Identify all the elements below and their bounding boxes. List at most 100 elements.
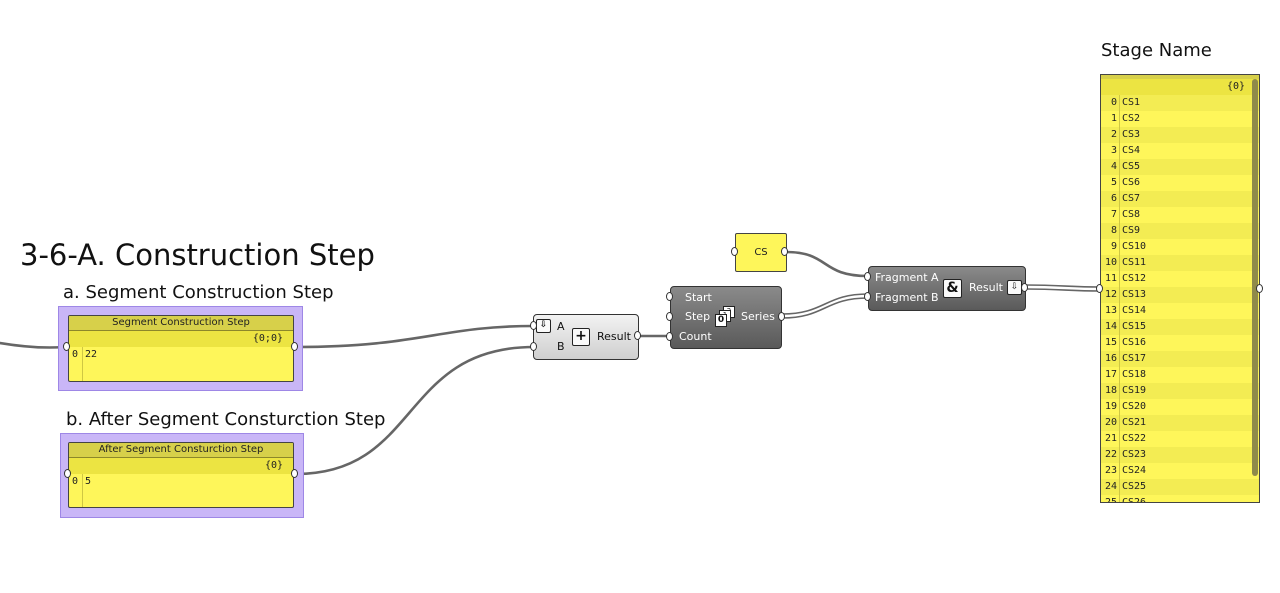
ampersand-icon: &	[943, 279, 962, 298]
item-value: CS18	[1122, 369, 1147, 380]
item-index: 22	[1104, 449, 1117, 460]
item-index: 24	[1104, 481, 1117, 492]
item-index: 18	[1104, 385, 1117, 396]
wire-series-to-fragment-b-1	[781, 293, 869, 315]
index-divider	[82, 347, 83, 381]
input-grip-b[interactable]	[530, 342, 537, 351]
item-index: 7	[1110, 209, 1117, 220]
wire-segment-to-a	[294, 324, 536, 349]
item-value: CS25	[1122, 481, 1147, 492]
item-value: CS12	[1122, 273, 1147, 284]
panel-output-grip[interactable]	[291, 342, 298, 351]
output-label-result: Result	[597, 330, 631, 343]
wire-result-to-stage-2	[1025, 288, 1101, 292]
plus-icon: +	[572, 328, 590, 346]
item-value: CS9	[1122, 225, 1141, 236]
item-value: CS24	[1122, 465, 1147, 476]
item-value: CS1	[1122, 97, 1141, 108]
wire-incoming-segment	[0, 341, 66, 349]
item-value: CS5	[1122, 161, 1141, 172]
item-index: 10	[1104, 257, 1117, 268]
panel-segment-construction-step[interactable]: Segment Construction Step {0;0} 0 22	[68, 315, 294, 382]
list-item: 24 CS25	[1101, 479, 1259, 495]
input-grip-a[interactable]	[530, 321, 537, 330]
item-index: 8	[1110, 225, 1117, 236]
list-item: 8 CS9	[1101, 223, 1259, 239]
wire-cs-to-fragment-a	[784, 250, 870, 278]
item-value: CS11	[1122, 257, 1147, 268]
item-value: CS4	[1122, 145, 1141, 156]
item-index: 19	[1104, 401, 1117, 412]
wire-after-to-b	[294, 345, 536, 476]
item-value: CS8	[1122, 209, 1141, 220]
panel-output-grip[interactable]	[1256, 284, 1263, 293]
panel-path: {0;0}	[69, 331, 293, 347]
panel-input-grip[interactable]	[63, 342, 70, 351]
vertical-scrollbar[interactable]	[1252, 79, 1258, 476]
panel-cs-prefix[interactable]: CS	[735, 233, 787, 272]
input-grip-fragment-a[interactable]	[864, 272, 871, 281]
input-grip-start[interactable]	[666, 292, 673, 301]
item-value: CS14	[1122, 305, 1147, 316]
arrow-down-icon[interactable]: ⇩	[1007, 280, 1022, 295]
index-divider	[1119, 95, 1120, 502]
panel-input-grip[interactable]	[64, 469, 71, 478]
addition-component[interactable]: ⇩ A B + Result	[533, 314, 639, 360]
list-item: 13 CS14	[1101, 303, 1259, 319]
item-index: 23	[1104, 465, 1117, 476]
item-value: 22	[85, 349, 98, 360]
item-value: CS23	[1122, 449, 1147, 460]
item-value: CS22	[1122, 433, 1147, 444]
wire-result-to-stage-1	[1025, 284, 1101, 288]
panel-output-grip[interactable]	[781, 247, 788, 256]
input-label-b: B	[557, 340, 565, 353]
series-component[interactable]: Start Step Count 2 1 0 Series	[670, 286, 782, 349]
panel-input-grip[interactable]	[1096, 284, 1103, 293]
panel-title-bar	[1101, 75, 1259, 79]
input-label-count: Count	[679, 330, 712, 343]
panel-input-grip[interactable]	[731, 247, 738, 256]
input-grip-step[interactable]	[666, 312, 673, 321]
item-value: CS3	[1122, 129, 1141, 140]
item-value: CS17	[1122, 353, 1147, 364]
panel-after-segment-step[interactable]: After Segment Consturction Step {0} 0 5	[68, 442, 294, 508]
list-item: 21 CS22	[1101, 431, 1259, 447]
concatenate-component[interactable]: Fragment A Fragment B & Result ⇩	[868, 266, 1026, 311]
item-value: 5	[85, 476, 92, 487]
panel-output-grip[interactable]	[291, 469, 298, 478]
list-item: 7 CS8	[1101, 207, 1259, 223]
input-grip-fragment-b[interactable]	[864, 292, 871, 301]
output-label-result: Result	[969, 281, 1003, 294]
output-grip-result[interactable]	[634, 331, 641, 340]
wire-series-to-fragment-b-2	[781, 297, 869, 319]
item-index: 16	[1104, 353, 1117, 364]
panel-title: Segment Construction Step	[69, 316, 293, 331]
item-value: CS21	[1122, 417, 1147, 428]
item-index: 21	[1104, 433, 1117, 444]
item-index: 0	[71, 476, 79, 487]
item-index: 9	[1110, 241, 1117, 252]
output-grip-result[interactable]	[1021, 283, 1028, 292]
arrow-down-icon[interactable]: ⇩	[536, 319, 551, 333]
input-label-start: Start	[685, 291, 712, 304]
item-index: 14	[1104, 321, 1117, 332]
output-grip-series[interactable]	[778, 312, 785, 321]
input-grip-count[interactable]	[666, 332, 673, 341]
item-index: 13	[1104, 305, 1117, 316]
